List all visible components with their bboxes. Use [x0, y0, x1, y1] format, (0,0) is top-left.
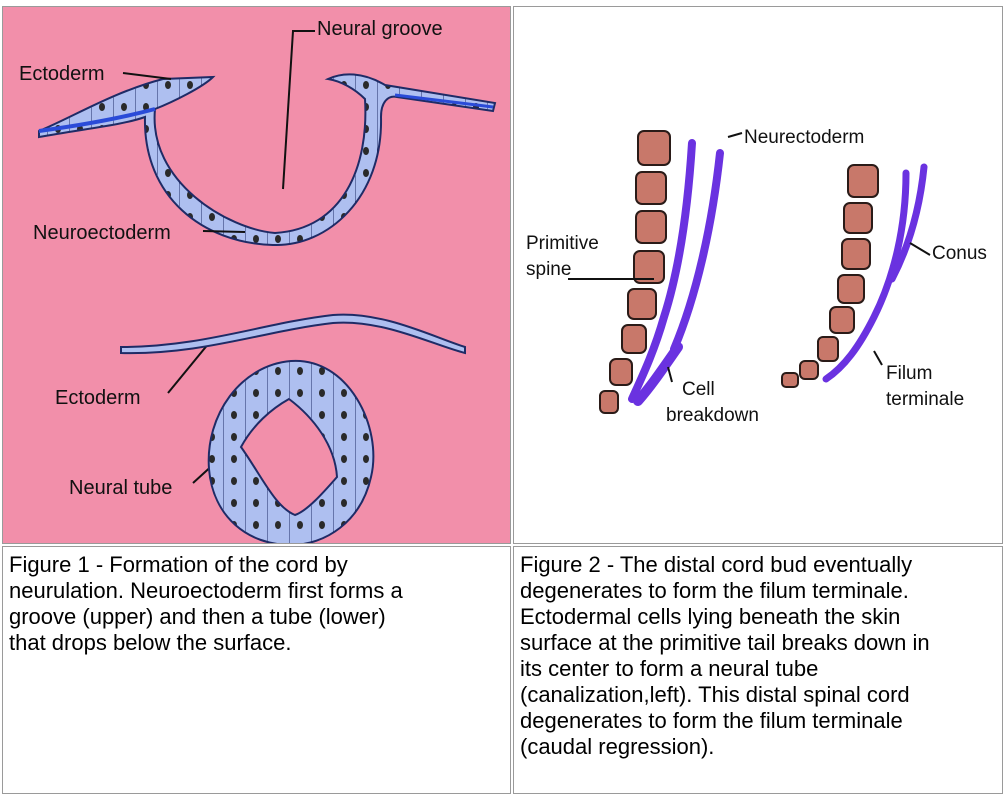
right-spine-drawing: [782, 165, 878, 387]
ectoderm-strip: [121, 315, 465, 354]
label-spine: spine: [526, 259, 571, 280]
figure-2-illustration: Neurectoderm Primitive spine Cell breakd…: [514, 7, 1003, 544]
label-neural-tube: Neural tube: [69, 477, 172, 499]
neural-groove-drawing: [39, 74, 495, 245]
neural-tube-drawing: [209, 361, 374, 544]
label-neuroectoderm: Neuroectoderm: [33, 222, 171, 244]
label-primitive: Primitive: [526, 233, 599, 254]
figure-2-panel: Neurectoderm Primitive spine Cell breakd…: [513, 6, 1003, 544]
figure-1-panel: Neural groove Ectoderm Neuroectoderm Ect…: [2, 6, 511, 544]
label-ectoderm-upper: Ectoderm: [19, 63, 105, 85]
figure-1-illustration: Neural groove Ectoderm Neuroectoderm Ect…: [3, 7, 511, 544]
figure-1-caption: Figure 1 - Formation of the cord by neur…: [2, 546, 511, 794]
label-breakdown: breakdown: [666, 405, 759, 426]
label-terminale: terminale: [886, 389, 964, 410]
right-neural-column: [826, 167, 924, 379]
label-ectoderm-lower: Ectoderm: [55, 387, 141, 409]
figure-2-caption: Figure 2 - The distal cord bud eventuall…: [513, 546, 1003, 794]
label-filum: Filum: [886, 363, 932, 384]
label-neurectoderm: Neurectoderm: [744, 127, 864, 148]
label-conus: Conus: [932, 243, 987, 264]
label-cell: Cell: [682, 379, 715, 400]
label-neural-groove: Neural groove: [317, 18, 443, 40]
